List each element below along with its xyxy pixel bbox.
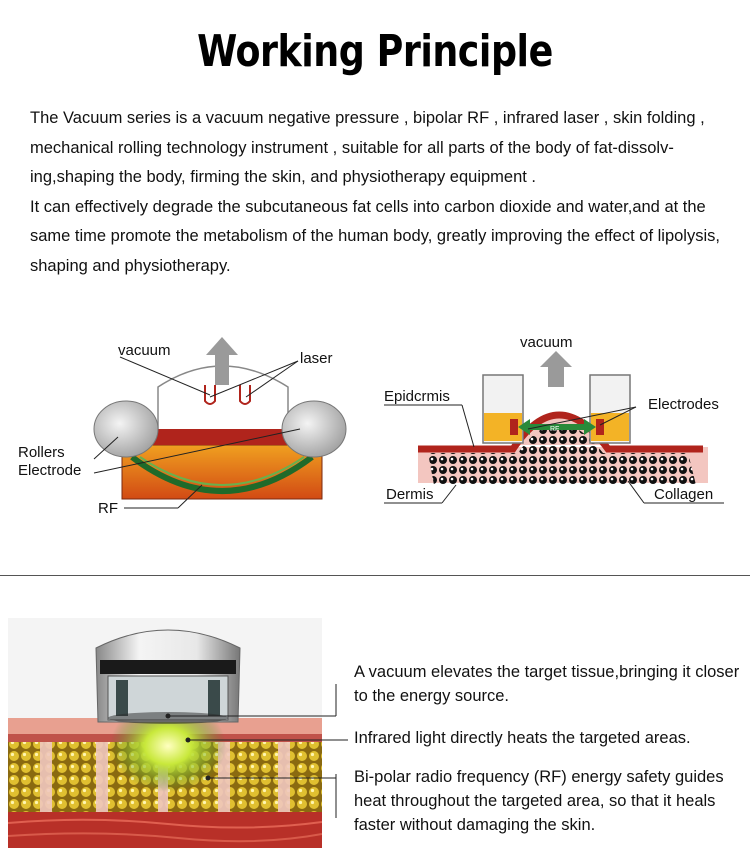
vacuum-up-arrow-icon <box>540 351 572 387</box>
section-divider <box>0 575 750 576</box>
tissue-band <box>150 429 294 445</box>
label-epidermis: Epidcrmis <box>384 388 450 405</box>
muscle-layer <box>8 812 322 848</box>
label-laser: laser <box>300 350 333 367</box>
bipolar-rf-diagram: RF vacuum Epidcrmis Electrodes Dermis Co… <box>384 334 724 504</box>
page-title: Working Principle <box>197 26 553 77</box>
rf-arc <box>130 454 314 494</box>
feature-connectors <box>322 684 348 818</box>
intro-paragraph-1: The Vacuum series is a vacuum negative p… <box>30 109 705 186</box>
left-roller <box>93 400 159 458</box>
right-roller <box>281 400 347 458</box>
device-on-skin-illustration <box>8 618 322 848</box>
label-dermis: Dermis <box>386 486 434 503</box>
label-vacuum-right: vacuum <box>520 334 573 351</box>
label-rf-right: RF <box>550 426 559 433</box>
feature-infrared: Infrared light directly heats the target… <box>354 729 691 747</box>
label-collagen: Collagen <box>654 486 713 503</box>
label-rollers: Rollers <box>18 444 65 461</box>
label-vacuum: vacuum <box>118 342 171 359</box>
label-electrode: Electrode <box>18 462 81 479</box>
label-rf: RF <box>98 500 118 517</box>
label-electrodes: Electrodes <box>648 396 719 413</box>
intro-text: The Vacuum series is a vacuum negative p… <box>30 104 730 281</box>
intro-paragraph-2: It can effectively degrade the subcutane… <box>30 197 720 275</box>
rf-arrow <box>518 419 596 435</box>
feature-vacuum: A vacuum elevates the target tissue,brin… <box>354 663 740 705</box>
feature-bipolar-rf: Bi-polar radio frequency (RF) energy saf… <box>354 768 724 834</box>
vacuum-arrow-icon <box>206 337 238 385</box>
vacuum-roller-diagram: vacuum laser Rollers Electrode RF <box>18 337 347 517</box>
collagen-cells <box>428 424 696 485</box>
